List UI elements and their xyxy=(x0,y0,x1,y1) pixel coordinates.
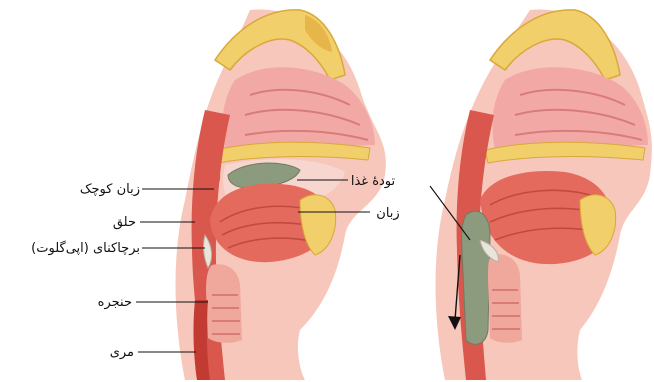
label-uvula: زبان کوچک xyxy=(80,182,140,197)
right-food-bolus xyxy=(462,211,490,344)
label-larynx: حنجره xyxy=(98,295,132,310)
left-larynx xyxy=(206,264,242,343)
left-head-cross-section xyxy=(176,10,386,380)
right-head-cross-section xyxy=(436,10,652,380)
label-tongue: زبان xyxy=(376,206,399,221)
label-food-bolus: تودهٔ غذا xyxy=(351,174,396,189)
label-epiglottis: برچاکنای (اپی‌گلوت) xyxy=(31,240,140,256)
label-pharynx: حلق xyxy=(113,215,136,230)
label-esophagus: مری xyxy=(110,345,134,360)
